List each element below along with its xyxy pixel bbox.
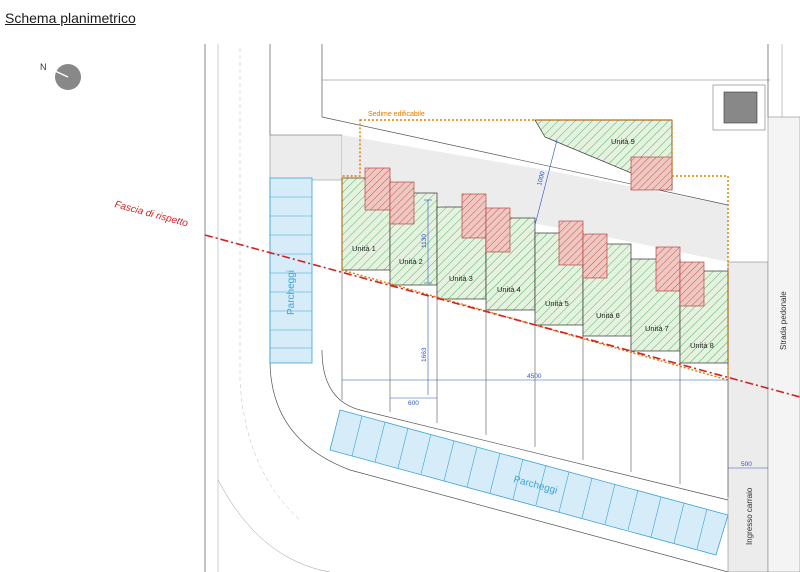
unit-label-9: Unità 9 xyxy=(611,137,635,146)
dimension-labels: 1130 1000 1663 600 4500 500 xyxy=(408,170,752,468)
technical-box xyxy=(723,91,758,124)
unit-label-2: Unità 2 xyxy=(399,257,423,266)
dim-500: 500 xyxy=(741,461,752,468)
road-network xyxy=(204,44,800,572)
overhang-3 xyxy=(461,193,487,239)
dim-1000: 1000 xyxy=(536,170,547,186)
road-right xyxy=(727,261,769,572)
parking-left xyxy=(269,177,313,364)
unit-label-1: Unità 1 xyxy=(352,244,376,253)
unit-label-4: Unità 4 xyxy=(497,285,521,294)
curved-road-outer xyxy=(321,349,729,501)
unit-label-6: Unità 6 xyxy=(596,311,620,320)
dim-600: 600 xyxy=(408,400,419,407)
overhang-8 xyxy=(679,261,705,307)
unit-label-8: Unità 8 xyxy=(690,341,714,350)
road-pedonale-label: Strada pedonale xyxy=(779,291,788,350)
north-label: N xyxy=(40,62,47,72)
unit-label-7: Unità 7 xyxy=(645,324,669,333)
unit-3 xyxy=(436,206,487,300)
overhang-2 xyxy=(389,181,415,225)
dim-1130: 1130 xyxy=(421,234,428,248)
curved-road-bottom xyxy=(217,479,331,572)
unit-label-3: Unità 3 xyxy=(449,274,473,283)
overhang-9 xyxy=(630,156,673,191)
page-title: Schema planimetrico xyxy=(5,10,136,26)
fascia-label: Fascia di rispetto xyxy=(113,199,189,229)
overhang-4 xyxy=(485,207,511,253)
road-diagonal xyxy=(342,135,728,262)
overhang-1 xyxy=(364,167,391,211)
overhang-7 xyxy=(655,246,681,292)
parking-left-label: Parcheggi xyxy=(286,270,297,315)
lot-lines xyxy=(341,270,729,497)
overhangs xyxy=(364,156,705,307)
dim-1663: 1663 xyxy=(421,347,428,362)
curved-road-inner xyxy=(269,180,729,572)
fascia-line xyxy=(204,234,800,398)
road-carraio-label: Ingresso carraio xyxy=(745,487,754,545)
parking-bottom xyxy=(329,409,729,556)
dimension-lines xyxy=(342,139,768,469)
sedime-label: Sedime edificabile xyxy=(368,111,425,118)
overhang-6 xyxy=(582,233,608,279)
unit-labels: Unità 1 Unità 2 Unità 3 Unità 4 Unità 5 … xyxy=(352,137,714,350)
north-arrow: N xyxy=(40,62,81,90)
dim-4500: 4500 xyxy=(527,373,542,380)
road-pedonale xyxy=(767,116,800,572)
road-upper xyxy=(269,134,343,181)
overhang-5 xyxy=(558,220,584,266)
unit-label-5: Unità 5 xyxy=(545,299,569,308)
